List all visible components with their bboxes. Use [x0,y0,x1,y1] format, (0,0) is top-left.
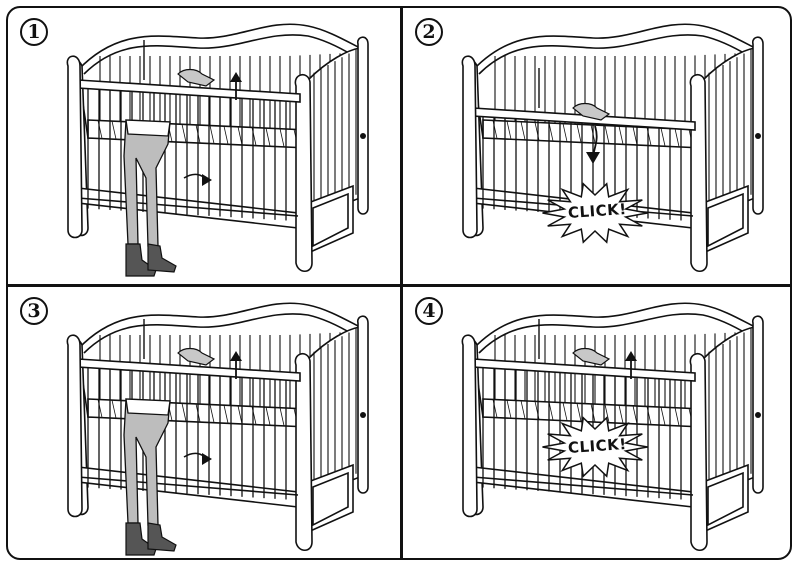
crib-icon [461,23,764,273]
click-burst-icon [542,416,648,478]
step-panel-1: 1 [8,8,402,285]
step-panel-4: 4 CLICK! [403,287,797,564]
click-burst-icon [542,182,648,244]
crib-icon [66,23,369,277]
step-number-badge: 3 [20,297,48,325]
step-number-badge: 1 [20,18,48,46]
panel-divider-vertical [400,6,403,560]
step-number-badge: 2 [415,18,443,46]
crib-icon [66,302,369,556]
step-panel-3: 3 [8,287,402,564]
step-number-badge: 4 [415,297,443,325]
crib-icon [461,302,764,552]
step-panel-2: 2 CLICK! [403,8,797,285]
panel-divider-horizontal [6,284,792,287]
